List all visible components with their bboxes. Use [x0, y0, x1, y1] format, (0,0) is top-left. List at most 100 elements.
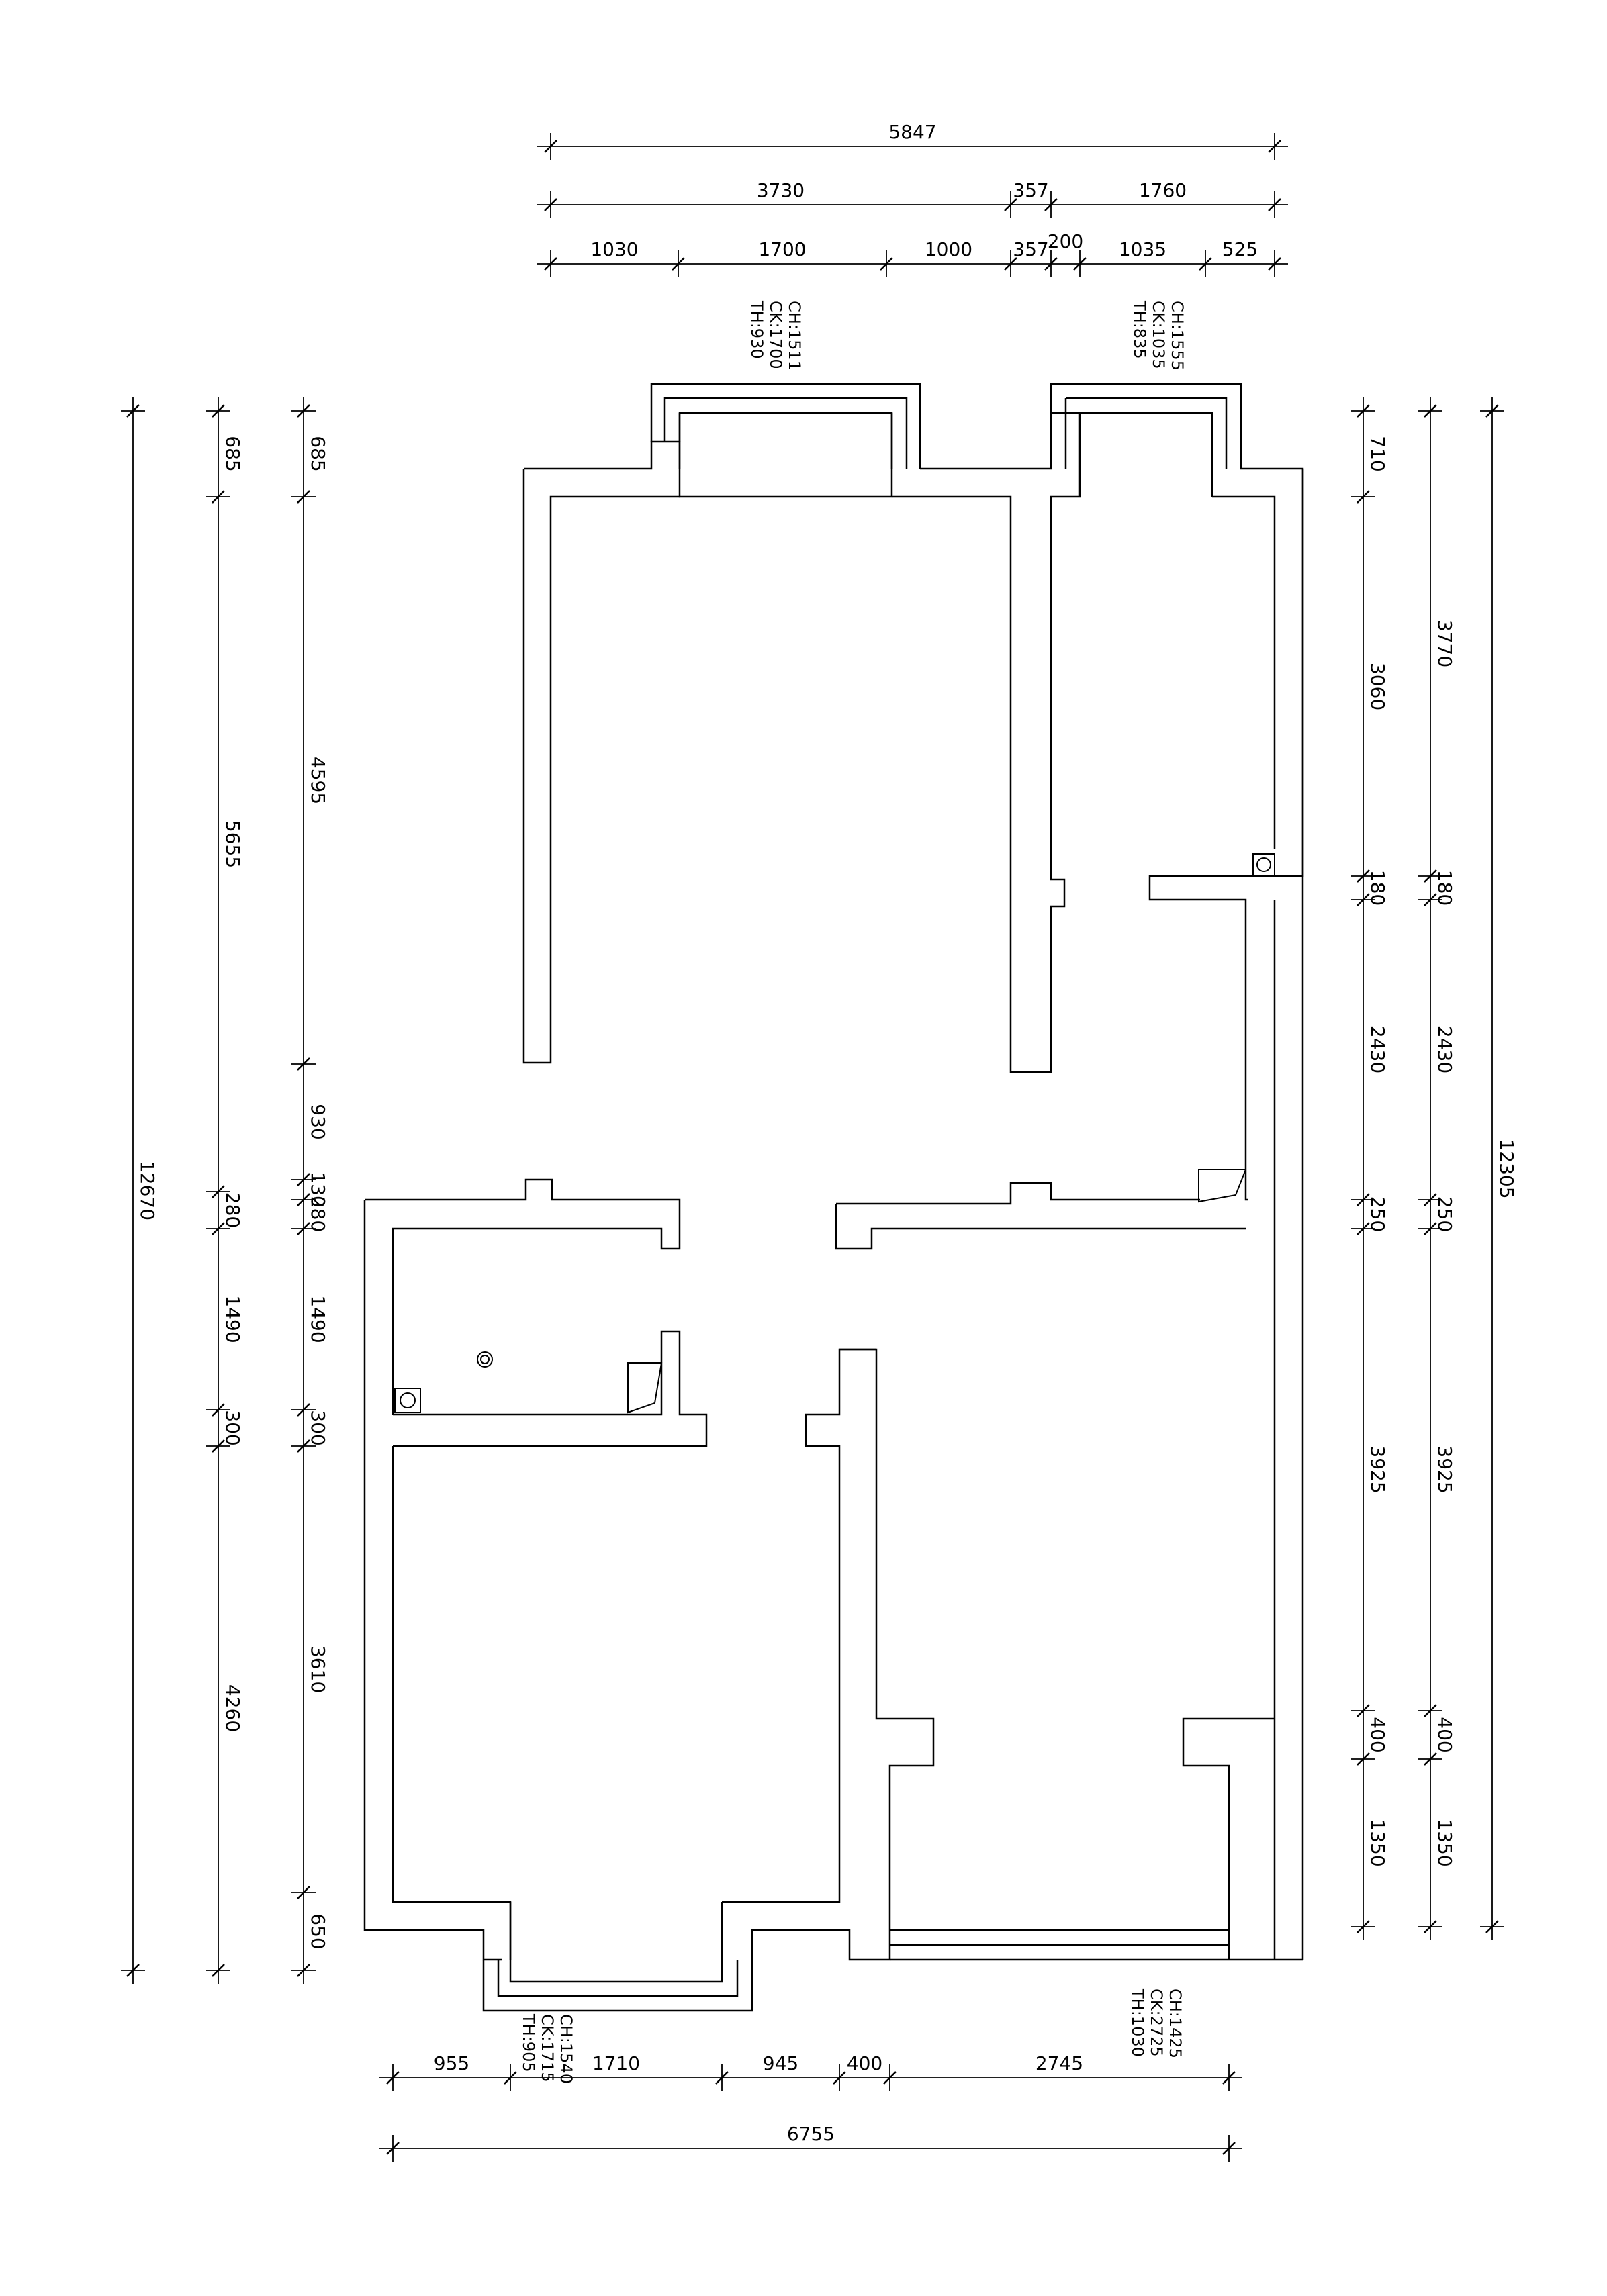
dimension-tick: [672, 257, 685, 271]
window-note-line: TH:930: [747, 300, 766, 359]
window-note-line: CK:1035: [1149, 301, 1168, 369]
window-note-line: CH:1555: [1168, 301, 1187, 371]
dimension-tick: [544, 198, 557, 211]
dimension-tick: [1357, 1222, 1370, 1235]
dimension-tick: [297, 1057, 310, 1071]
dimension-tick: [1357, 404, 1370, 418]
dimension-tick: [297, 1439, 310, 1453]
kitchen-shaft: [1252, 853, 1275, 876]
dimension-tick: [1357, 1920, 1370, 1933]
wall-kitchen-east: [1212, 469, 1304, 877]
dimension-label: 930: [307, 1104, 329, 1139]
dimension-tick: [212, 1222, 225, 1235]
dimension-tick: [212, 1439, 225, 1453]
window-note-line: CK:1700: [766, 301, 785, 369]
dimension-tick: [1357, 490, 1370, 504]
dimension-label: 3610: [307, 1645, 329, 1693]
dimension-tick: [1044, 257, 1058, 271]
dimension-tick: [1222, 2071, 1236, 2085]
dimension-tick: [1199, 257, 1212, 271]
dimension-label: 280: [222, 1192, 244, 1228]
window-note-line: CH:1540: [557, 2014, 576, 2084]
dimension-label: 2430: [1367, 1026, 1389, 1073]
dimension-tick: [297, 1886, 310, 1899]
dimension-label: 1035: [1119, 238, 1166, 260]
dimension-tick: [1073, 257, 1087, 271]
dimension-label: 3925: [1367, 1445, 1389, 1493]
dimension-tick: [1268, 257, 1281, 271]
dimension-tick: [297, 404, 310, 418]
wall-bedroom-south: [722, 1348, 935, 1961]
dimension-label: 1490: [222, 1295, 244, 1343]
dimension-label: 1350: [1367, 1819, 1389, 1866]
dimension-label: 3060: [1367, 663, 1389, 710]
dimension-label: 3730: [757, 179, 805, 201]
dimension-tick: [1268, 140, 1281, 153]
dimension-label: 400: [1434, 1717, 1456, 1752]
dimension-tick: [1485, 1920, 1499, 1933]
dimension-tick: [1357, 1193, 1370, 1206]
dimension-label: 250: [1367, 1196, 1389, 1232]
dimension-label: 1710: [592, 2052, 640, 2074]
dimension-label: 12670: [136, 1161, 158, 1221]
dimension-tick: [297, 1173, 310, 1186]
dimension-label: 5655: [222, 820, 244, 868]
wall-bath-north: [365, 1178, 681, 1415]
dimension-label: 3925: [1434, 1445, 1456, 1493]
dimension-label: 685: [222, 436, 244, 471]
bath-corner-fixture: [627, 1362, 663, 1414]
dimension-label: 130: [307, 1171, 329, 1207]
dimension-tick: [715, 2071, 729, 2085]
window-note-line: TH:1030: [1128, 1988, 1147, 2057]
window-note-line: CH:1511: [785, 301, 804, 371]
dimension-label: 1030: [590, 238, 638, 260]
dimension-label: 955: [434, 2052, 469, 2074]
dimension-label: 3770: [1434, 620, 1456, 667]
dimension-tick: [1424, 1193, 1437, 1206]
fixtures: [394, 853, 1275, 1414]
dimension-tick: [386, 2071, 400, 2085]
dimension-tick: [1485, 404, 1499, 418]
window-note-top-right: CH:1555 CK:1035 TH:835: [1130, 300, 1187, 371]
dimension-label: 180: [1367, 870, 1389, 906]
dimension-tick: [212, 404, 225, 418]
wall-west: [363, 1200, 512, 1961]
dimension-label: 6755: [787, 2123, 835, 2145]
dimension-tick: [297, 1403, 310, 1417]
dimension-label: 4260: [222, 1684, 244, 1732]
kitchen-drain-icon: [1256, 857, 1271, 872]
dimension-label: 357: [1013, 179, 1048, 201]
dimension-tick: [1357, 893, 1370, 906]
dimension-tick: [212, 1403, 225, 1417]
wall-master-south: [890, 1929, 1303, 1961]
dimension-tick: [1044, 198, 1058, 211]
window-note-line: TH:905: [519, 2013, 538, 2072]
dimension-tick: [297, 1222, 310, 1235]
dimension-label: 525: [1222, 238, 1258, 260]
dimension-tick: [126, 404, 140, 418]
dimension-tick: [504, 2071, 517, 2085]
dimension-label: 400: [1367, 1717, 1389, 1752]
wall-master-east-jog: [1182, 1717, 1275, 1960]
wall-bath-south: [393, 1330, 708, 1447]
dimension-label: 2430: [1434, 1026, 1456, 1073]
dimension-label: 180: [1434, 870, 1456, 906]
window-note-line: CK:2725: [1147, 1989, 1166, 2057]
dimension-tick: [1357, 1704, 1370, 1717]
window-note-bottom-left: CH:1540 CK:1715 TH:905: [519, 2013, 576, 2084]
dimension-tick: [1004, 257, 1017, 271]
dimension-tick: [880, 257, 893, 271]
dimension-tick: [386, 2142, 400, 2155]
dimension-label: 357: [1013, 238, 1048, 260]
dimension-tick: [212, 1964, 225, 1977]
wall-east-lower: [1273, 876, 1304, 1960]
dimension-label: 1700: [758, 238, 806, 260]
bay-window-bottom: [482, 1902, 753, 2012]
dimension-label: 4595: [307, 757, 329, 804]
dimension-label: 1760: [1139, 179, 1187, 201]
dimension-label: 685: [307, 436, 329, 471]
dimension-label: 200: [1048, 230, 1083, 252]
window-note-line: CH:1425: [1166, 1989, 1185, 2058]
dimension-label: 710: [1367, 436, 1389, 471]
